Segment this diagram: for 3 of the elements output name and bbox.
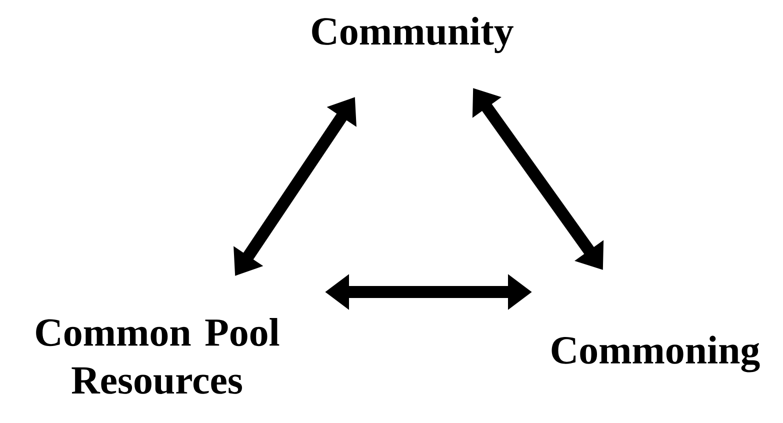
node-label: Common Pool Resources — [36, 318, 280, 394]
node-label: Community — [312, 16, 514, 54]
node-label: Commoning — [552, 336, 760, 372]
